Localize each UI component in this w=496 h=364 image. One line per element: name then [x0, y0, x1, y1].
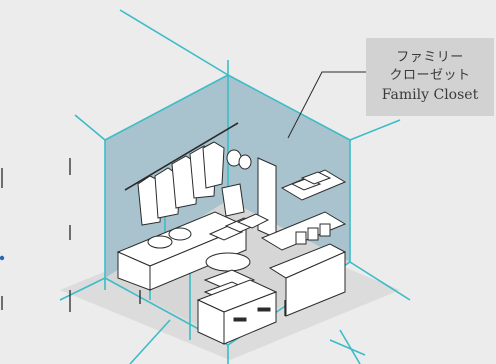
shelf-mid: [260, 211, 347, 251]
callout-line-1: ファミリー: [396, 50, 464, 65]
furniture: [116, 122, 347, 345]
basket-2: [168, 227, 192, 241]
shelf-front: [285, 251, 346, 317]
callout-leader: [287, 71, 366, 139]
cabinet-handle-1: [233, 317, 247, 322]
shirt-5: [202, 141, 225, 189]
cabinet-right: [223, 291, 277, 345]
clothes-rail: [124, 122, 239, 191]
small-box-2: [307, 227, 319, 241]
divider-panel: [257, 157, 277, 239]
callout-label-box: ファミリー クローゼット Family Closet: [366, 38, 494, 116]
small-box-1: [295, 231, 307, 245]
callout-line-2: クローゼット: [389, 68, 471, 83]
callout-line-3: Family Closet: [381, 87, 479, 103]
round-basket: [205, 252, 251, 272]
small-box-3: [319, 223, 331, 237]
side-marks: [1, 158, 286, 316]
bag: [221, 183, 245, 217]
folded-mid-3: [236, 213, 270, 229]
bench-side: [149, 225, 247, 291]
basket-1: [147, 235, 173, 249]
cabinet-handle-2: [257, 307, 271, 312]
accent-dot: [0, 255, 5, 261]
folded-top-2: [300, 171, 332, 185]
hat-2: [238, 154, 252, 170]
